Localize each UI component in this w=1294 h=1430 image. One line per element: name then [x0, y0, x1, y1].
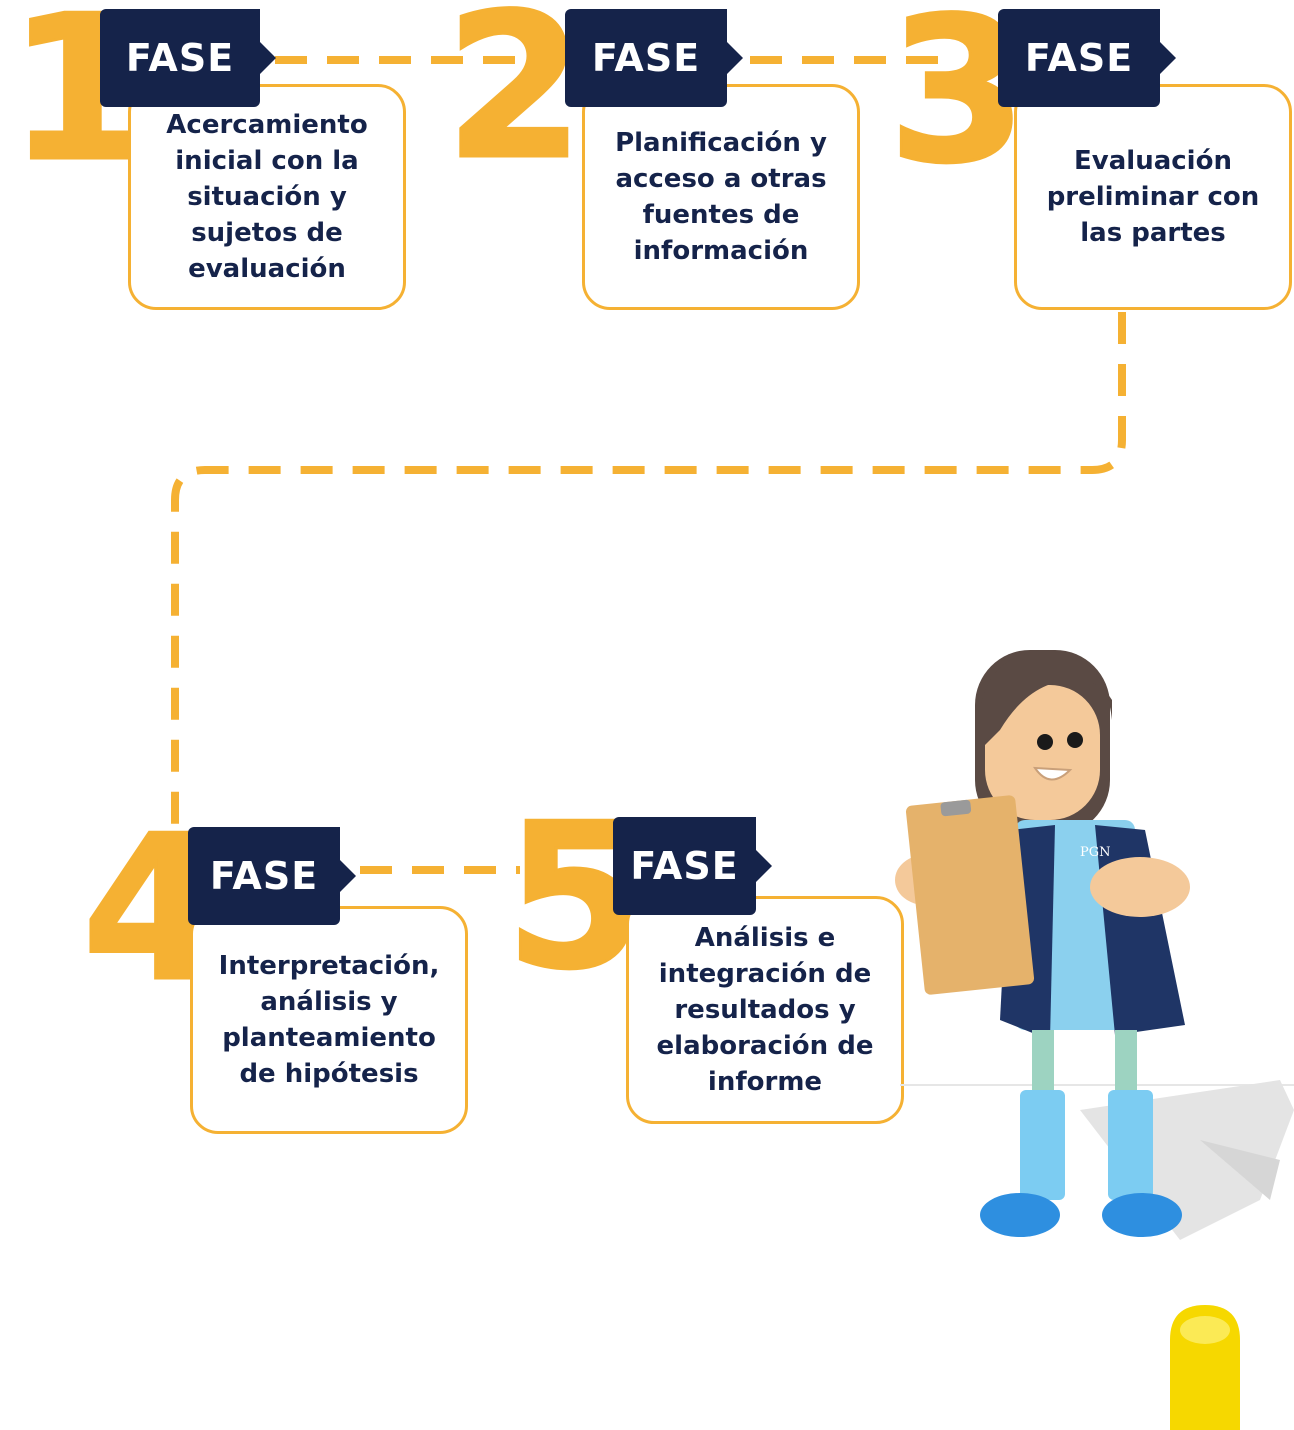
phase-4-card: Interpretación, análisis y planteamiento…	[190, 906, 468, 1134]
figure-badge: PGN	[1080, 845, 1111, 860]
phase-5-card: Análisis e integración de resultados y e…	[626, 896, 904, 1124]
phase-2-text: Planificación y acceso a otras fuentes d…	[615, 128, 827, 266]
phase-5-text: Análisis e integración de resultados y e…	[656, 923, 874, 1097]
phase-5-label: FASE	[613, 817, 772, 915]
toy-figure-illustration: PGN	[895, 650, 1294, 1430]
phase-3-card: Evaluación preliminar con las partes	[1014, 84, 1292, 310]
phase-1-card: Acercamiento inicial con la situación y …	[128, 84, 406, 310]
phase-2-card: Planificación y acceso a otras fuentes d…	[582, 84, 860, 310]
connector-3-4	[171, 312, 1126, 830]
phase-3-text: Evaluación preliminar con las partes	[1046, 146, 1260, 248]
phase-1-text: Acercamiento inicial con la situación y …	[166, 110, 368, 284]
phase-3-label: FASE	[998, 9, 1176, 107]
phase-4-label: FASE	[188, 827, 356, 925]
phase-2-number: 2	[443, 0, 585, 204]
phase-4-text: Interpretación, análisis y planteamiento…	[218, 951, 440, 1089]
phase-1-label: FASE	[100, 9, 276, 107]
phase-2-label: FASE	[565, 9, 743, 107]
